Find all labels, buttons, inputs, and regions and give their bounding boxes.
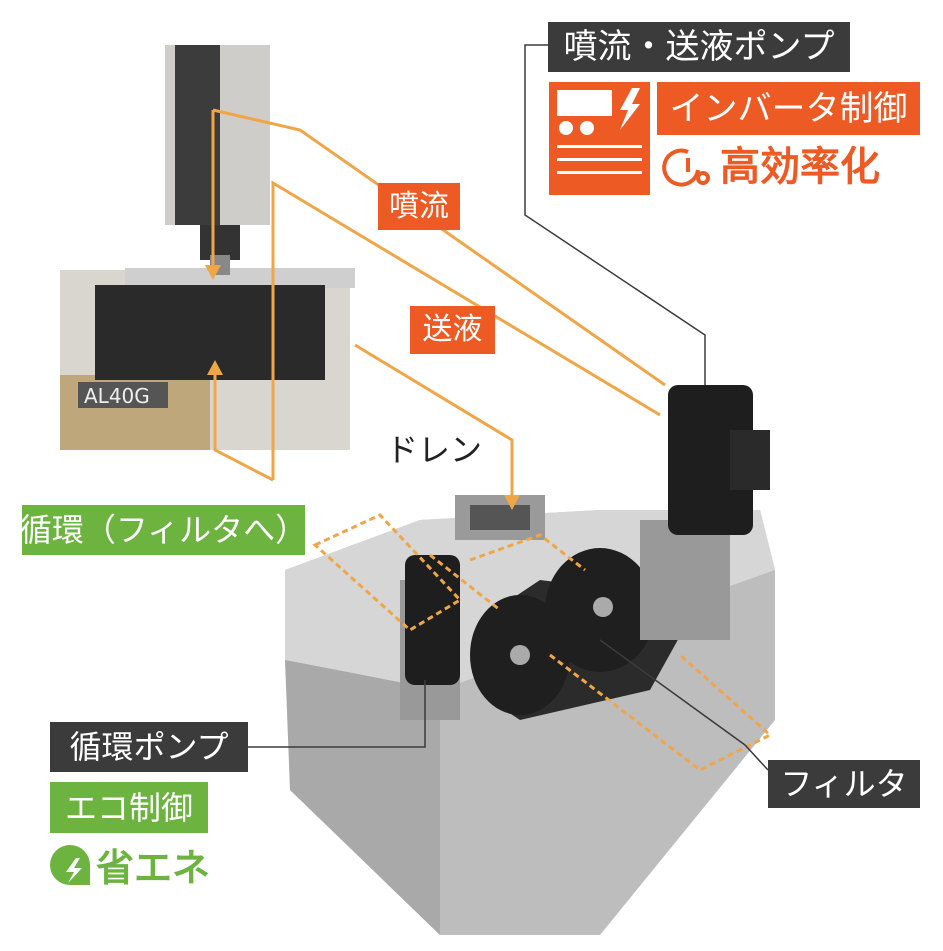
filter-label: フィルタ [768, 760, 920, 808]
leaf-bolt-icon [50, 845, 90, 885]
efficiency-gear-icon [662, 148, 710, 187]
circulation-to-filter-label: 循環（フィルタへ） [20, 505, 307, 555]
energy-saving-text: 省エネ [96, 846, 211, 890]
filter-flow-dashes [312, 513, 773, 772]
flow-lines [211, 108, 666, 500]
jet-label: 噴流 [378, 183, 460, 230]
drain-label: ドレン [386, 431, 483, 469]
edm-machine: AL40G [60, 45, 355, 450]
eco-control-badge: エコ制御 [50, 782, 208, 833]
jet-transfer-pump-label: 噴流・送液ポンプ [548, 22, 850, 72]
leader-lines [248, 44, 769, 771]
inverter-control-badge: インバータ制御 [657, 82, 920, 135]
inverter-icon [549, 82, 650, 195]
drain-flow-line [354, 343, 514, 500]
transfer-flow-line [271, 180, 661, 480]
filter-unit [285, 385, 775, 935]
transfer-label: 送液 [410, 306, 495, 354]
high-efficiency-text: 高効率化 [720, 144, 880, 190]
svg-text:AL40G: AL40G [84, 384, 150, 408]
circulation-pump-label: 循環ポンプ [50, 722, 248, 772]
